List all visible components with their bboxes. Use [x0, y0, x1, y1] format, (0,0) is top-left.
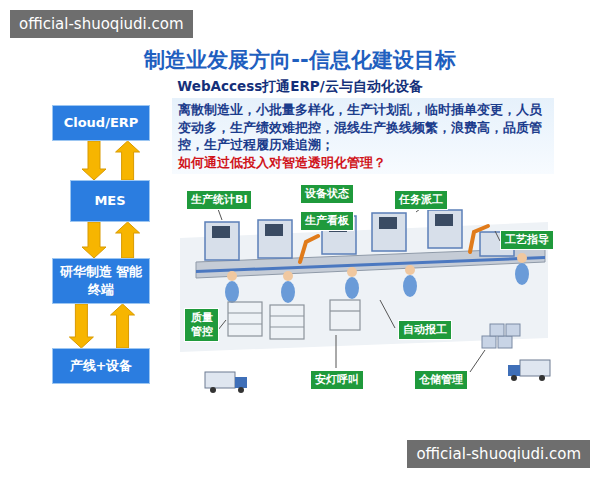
function-tag: 设备状态 [300, 184, 354, 204]
system-box: 产线+设备 [52, 348, 150, 384]
node-text: 安灯呼叫 [315, 373, 359, 387]
subtitle: WebAccess打通ERP/云与自动化设备 [0, 78, 600, 96]
function-tag: 质量管控 [184, 308, 219, 342]
function-tag: 任务派工 [394, 190, 448, 210]
function-tag: 生产看板 [300, 211, 354, 231]
node-text: 工艺指导 [505, 233, 549, 247]
system-box: MES [70, 180, 150, 222]
node-text: 研华制造 智能终端 [59, 263, 143, 298]
function-tag: 仓储管理 [414, 370, 468, 390]
watermark: official-shuoqiudi.com [10, 10, 193, 38]
leader-lines [218, 209, 500, 372]
double-arrow [111, 304, 135, 348]
function-tag: 生产统计BI [186, 190, 252, 210]
function-tag: 工艺指导 [500, 230, 554, 250]
node-text: 任务派工 [399, 193, 443, 207]
function-tag: 自动报工 [398, 320, 452, 340]
node-text: 生产统计BI [191, 193, 247, 207]
double-arrow [116, 141, 140, 180]
conveyor-stripe [196, 256, 545, 273]
node-text: 生产看板 [305, 214, 349, 228]
double-arrow [82, 222, 106, 258]
node-text: 设备状态 [305, 187, 349, 201]
workers [225, 253, 529, 303]
carts [228, 300, 360, 339]
node-text: MES [94, 192, 125, 210]
node-text: 自动报工 [403, 323, 447, 337]
workstations [205, 210, 514, 260]
system-box: Cloud/ERP [52, 105, 150, 141]
problem-panel: 离散制造业，小批量多样化，生产计划乱，临时插单变更，人员变动多，生产绩效难把控，… [172, 98, 554, 174]
robot-arms [300, 226, 488, 262]
watermark: official-shuoqiudi.com [407, 440, 590, 468]
node-text: Cloud/ERP [64, 114, 139, 132]
monitors [212, 214, 453, 238]
node-text: 产线+设备 [70, 357, 133, 375]
warehouse-boxes [482, 324, 520, 348]
trucks [205, 360, 550, 393]
double-arrow [82, 141, 106, 180]
system-box: 研华制造 智能终端 [52, 258, 150, 304]
double-arrow [69, 304, 93, 348]
double-arrow [116, 222, 140, 258]
node-text: 离散制造业，小批量多样化，生产计划乱，临时插单变更，人员变动多，生产绩效难把控，… [178, 101, 548, 154]
diagram-title: 制造业发展方向--信息化建设目标 [0, 46, 600, 74]
function-tag: 安灯呼叫 [310, 370, 364, 390]
factory-floor [180, 222, 548, 352]
node-text: 仓储管理 [419, 373, 463, 387]
question-text: 如何通过低投入对智造透明化管理？ [178, 154, 548, 172]
node-text: 质量管控 [189, 311, 214, 339]
